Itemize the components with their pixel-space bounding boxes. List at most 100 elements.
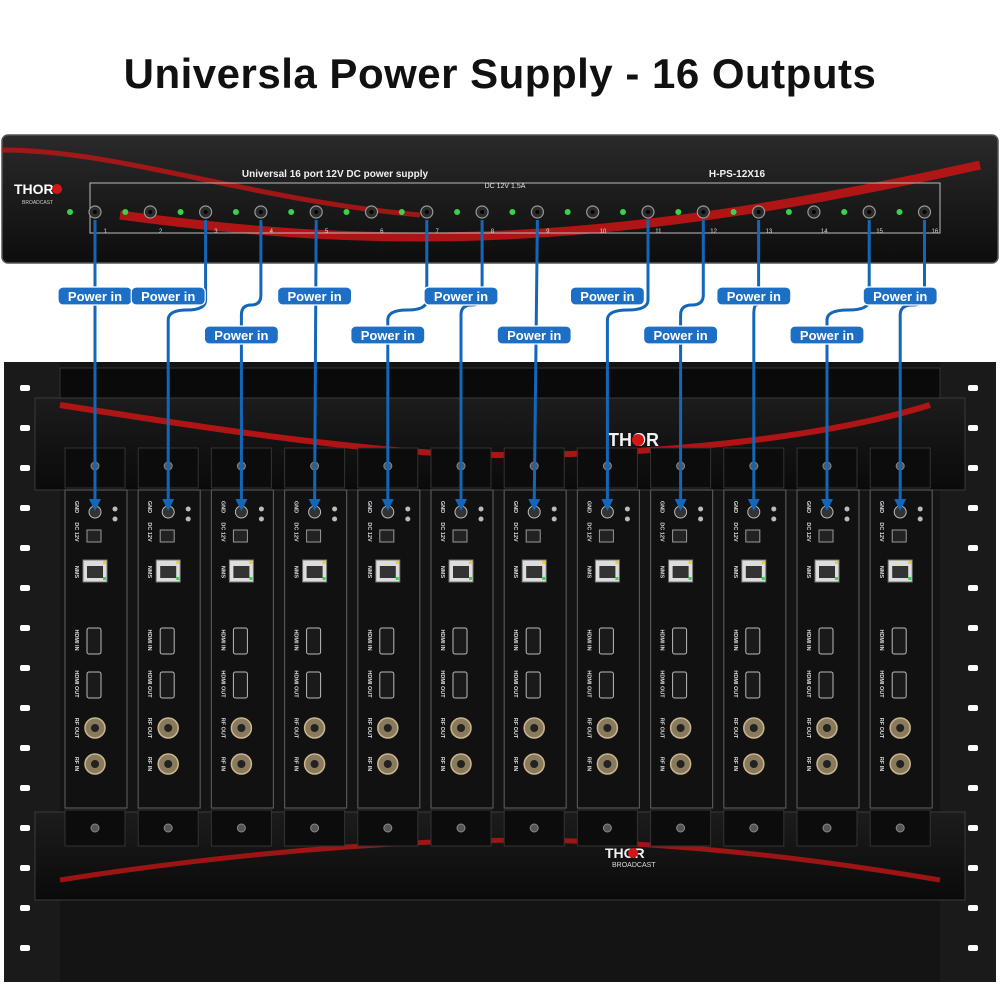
module-port-label: NMS	[439, 566, 445, 579]
module-port-label: NMS	[73, 566, 79, 579]
module-port-label: NMS	[293, 566, 299, 579]
rack-hole	[968, 385, 978, 391]
module-port-label: HDMI OUT	[878, 670, 884, 698]
module-port-label: DC 12V	[659, 522, 665, 542]
module-port-label: GND	[439, 501, 445, 513]
hdmi-in-port	[818, 627, 834, 655]
rack-hole	[968, 425, 978, 431]
module-port-label: RF OUT	[878, 718, 884, 739]
hdmi-in-port	[452, 627, 468, 655]
module-port-label: GND	[73, 501, 79, 513]
module-port-label: DC 12V	[585, 522, 591, 542]
module-port-label: DC 12V	[366, 522, 372, 542]
psu-port-number: 8	[491, 229, 495, 235]
module-port-label: GND	[366, 501, 372, 513]
module-port-label: RF OUT	[805, 718, 811, 739]
module-port-label: DC 12V	[878, 522, 884, 542]
psu-port: 15	[841, 205, 884, 235]
psu-header-left-label: Universal 16 port 12V DC power supply	[242, 169, 429, 180]
rack-hole	[968, 545, 978, 551]
module-port-label: GND	[659, 501, 665, 513]
module-port-label: DC 12V	[512, 522, 518, 542]
module-port-label: GND	[512, 501, 518, 513]
hdmi-in-port	[672, 627, 688, 655]
psu-port: 11	[620, 205, 662, 235]
psu-port: 5	[288, 205, 329, 235]
module-port-label: DC 12V	[73, 522, 79, 542]
psu-port: 7	[398, 205, 439, 235]
module-port-label: HDMI OUT	[512, 670, 518, 698]
power-in-tag: Power in	[496, 325, 572, 345]
screw-icon	[676, 823, 686, 833]
module-port-label: HDMI IN	[73, 629, 79, 650]
module-port-label: DC 12V	[732, 522, 738, 542]
dc-jack	[891, 529, 907, 543]
rack-mount-holes	[20, 385, 978, 951]
psu-port: 13	[730, 205, 773, 235]
gnd-terminal	[88, 505, 102, 519]
hdmi-in-port	[525, 627, 541, 655]
rack-hole	[968, 465, 978, 471]
power-in-label: Power in	[727, 289, 781, 304]
module-port-label: RF OUT	[439, 718, 445, 739]
psu-port-number: 11	[655, 229, 662, 235]
rack-hole	[20, 865, 30, 871]
module-port-label: HDMI IN	[878, 629, 884, 650]
hdmi-out-port	[159, 671, 175, 699]
psu-port: 14	[785, 205, 828, 235]
module-port-label: GND	[585, 501, 591, 513]
rack-hole	[20, 825, 30, 831]
power-in-labels: Power in Power in Power in Power in Power in…	[57, 286, 938, 345]
module-port-label: NMS	[878, 566, 884, 579]
psu-logo-text: THOR	[14, 181, 54, 197]
psu-port: 10	[564, 205, 607, 235]
screw-icon	[895, 823, 905, 833]
hdmi-out-port	[306, 671, 322, 699]
rack-hole	[20, 745, 30, 751]
psu-port-number: 14	[821, 229, 828, 235]
screw-icon	[310, 823, 320, 833]
hdmi-out-port	[452, 671, 468, 699]
rack-bottom-logo-sub: BROADCAST	[612, 862, 656, 869]
screw-icon	[236, 823, 246, 833]
module-port-label: RF IN	[659, 757, 665, 771]
hdmi-out-port	[86, 671, 102, 699]
power-in-label: Power in	[214, 328, 268, 343]
module-port-label: RF OUT	[659, 718, 665, 739]
screw-icon	[749, 823, 759, 833]
module-port-label: GND	[732, 501, 738, 513]
rack-hole	[20, 785, 30, 791]
module-port-label: HDMI OUT	[805, 670, 811, 698]
power-in-tag: Power in	[277, 286, 353, 306]
psu-port: 8	[454, 205, 495, 235]
power-in-label: Power in	[800, 328, 854, 343]
module-port-label: RF IN	[585, 757, 591, 771]
screw-icon	[529, 823, 539, 833]
module-port-label: GND	[293, 501, 299, 513]
module-card-row: GND DC 12V NMS HDMI IN HDMI OUT RF OUT RF IN GN…	[64, 447, 933, 847]
psu-port-number: 6	[380, 229, 384, 235]
power-in-label: Power in	[68, 289, 122, 304]
screw-icon	[163, 823, 173, 833]
module-port-label: HDMI OUT	[146, 670, 152, 698]
rack-hole	[20, 905, 30, 911]
module-port-label: GND	[878, 501, 884, 513]
module-port-label: RF IN	[439, 757, 445, 771]
module-port-label: DC 12V	[805, 522, 811, 542]
psu-logo-sub: BROADCAST	[22, 200, 53, 206]
module-port-label: HDMI OUT	[73, 670, 79, 698]
screw-icon	[602, 823, 612, 833]
module-port-label: HDMI IN	[585, 629, 591, 650]
module-port-label: DC 12V	[293, 522, 299, 542]
power-in-tag: Power in	[203, 325, 279, 345]
hdmi-in-port	[598, 627, 614, 655]
gnd-terminal	[161, 505, 175, 519]
power-in-label: Power in	[288, 289, 342, 304]
power-wire	[674, 220, 705, 511]
module-port-label: DC 12V	[219, 522, 225, 542]
